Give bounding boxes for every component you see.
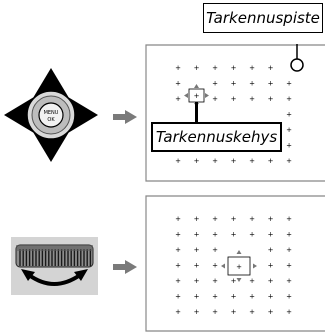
command-dial-icon xyxy=(11,237,98,295)
focus-point: + xyxy=(268,231,274,239)
viewfinder-panel-1: + + + + + + + + + + + + + + + + + + + + + + + + + + + + + xyxy=(145,44,325,182)
focus-point: + xyxy=(212,157,218,165)
focus-point: + xyxy=(231,157,237,165)
focus-point: + xyxy=(286,111,292,119)
focus-point: + xyxy=(175,277,181,285)
right-arrow-icon xyxy=(113,260,137,274)
focus-point: + xyxy=(249,308,255,316)
focus-point: + xyxy=(231,215,237,223)
focus-point: + xyxy=(175,308,181,316)
focus-point: + xyxy=(231,95,237,103)
focus-point: + xyxy=(194,262,200,270)
focus-point: + xyxy=(249,231,255,239)
focus-point: + xyxy=(212,80,218,88)
focus-point: + xyxy=(268,157,274,165)
focus-point: + xyxy=(286,293,292,301)
focus-point: + xyxy=(175,95,181,103)
dpad-center-label-2: OK xyxy=(47,117,55,123)
focus-point: + xyxy=(212,95,218,103)
focus-point: + xyxy=(175,80,181,88)
viewfinder-panel-2: + + + + + + + + + + + + + + + + + + + + + + + + + + + + + + + + + + + + + + + +… xyxy=(145,195,325,332)
focus-point: + xyxy=(175,157,181,165)
focus-point: + xyxy=(212,262,218,270)
focus-point: + xyxy=(194,293,200,301)
focus-frame-large xyxy=(227,256,251,276)
focus-point: + xyxy=(286,277,292,285)
focus-point: + xyxy=(268,308,274,316)
focus-point: + xyxy=(194,215,200,223)
focus-point: + xyxy=(194,157,200,165)
focus-point-grid: + + + + + + + + + + + + + + + + + + + + + + + + + + + + xyxy=(175,64,292,165)
focus-point: + xyxy=(212,64,218,72)
focus-point: + xyxy=(268,277,274,285)
focus-frame-callout: Tarkennuskehys xyxy=(151,122,282,152)
focus-point: + xyxy=(249,64,255,72)
focus-point: + xyxy=(268,246,274,254)
focus-point: + xyxy=(268,64,274,72)
focus-point: + xyxy=(249,157,255,165)
focus-point: + xyxy=(286,95,292,103)
focus-point: + xyxy=(194,246,200,254)
focus-point: + xyxy=(249,95,255,103)
focus-point: + xyxy=(286,157,292,165)
focus-point: + xyxy=(212,277,218,285)
dpad-center-label-1: MENU xyxy=(44,110,59,116)
focus-point: + xyxy=(231,277,237,285)
focus-point: + xyxy=(249,80,255,88)
focus-point: + xyxy=(175,246,181,254)
focus-point: + xyxy=(212,308,218,316)
focus-point: + xyxy=(175,215,181,223)
focus-point: + xyxy=(286,126,292,134)
focus-point: + xyxy=(286,231,292,239)
focus-point: + xyxy=(175,64,181,72)
focus-point: + xyxy=(194,277,200,285)
focus-point: + xyxy=(286,80,292,88)
focus-point: + xyxy=(249,215,255,223)
focus-point: + xyxy=(175,262,181,270)
focus-point: + xyxy=(268,262,274,270)
focus-point: + xyxy=(286,142,292,150)
focus-point: + xyxy=(194,64,200,72)
focus-point-callout: Tarkennuspiste xyxy=(203,3,323,33)
focus-point: + xyxy=(249,293,255,301)
focus-point: + xyxy=(231,308,237,316)
focus-point: + xyxy=(268,293,274,301)
focus-point: + xyxy=(175,293,181,301)
svg-text:+: + xyxy=(194,92,200,100)
focus-point-grid: + + + + + + + + + + + + + + + + + + + + + + + + + + + + + + + + + + + + + + + +… xyxy=(175,215,292,316)
focus-point: + xyxy=(212,215,218,223)
right-arrow-icon xyxy=(113,110,137,124)
focus-point: + xyxy=(268,80,274,88)
focus-point: + xyxy=(268,215,274,223)
svg-text:+: + xyxy=(236,263,242,271)
focus-point: + xyxy=(231,231,237,239)
focus-point: + xyxy=(286,262,292,270)
focus-point: + xyxy=(175,231,181,239)
focus-point: + xyxy=(231,293,237,301)
focus-point: + xyxy=(231,80,237,88)
focus-point: + xyxy=(286,215,292,223)
focus-point: + xyxy=(212,231,218,239)
focus-point: + xyxy=(286,246,292,254)
focus-point: + xyxy=(249,277,255,285)
dpad-selector-icon: MENU OK xyxy=(4,68,98,162)
focus-point-marker xyxy=(290,58,304,72)
focus-point: + xyxy=(231,64,237,72)
focus-point: + xyxy=(286,308,292,316)
focus-point: + xyxy=(212,293,218,301)
focus-point: + xyxy=(194,308,200,316)
focus-point: + xyxy=(212,246,218,254)
focus-point: + xyxy=(194,231,200,239)
focus-point: + xyxy=(268,95,274,103)
